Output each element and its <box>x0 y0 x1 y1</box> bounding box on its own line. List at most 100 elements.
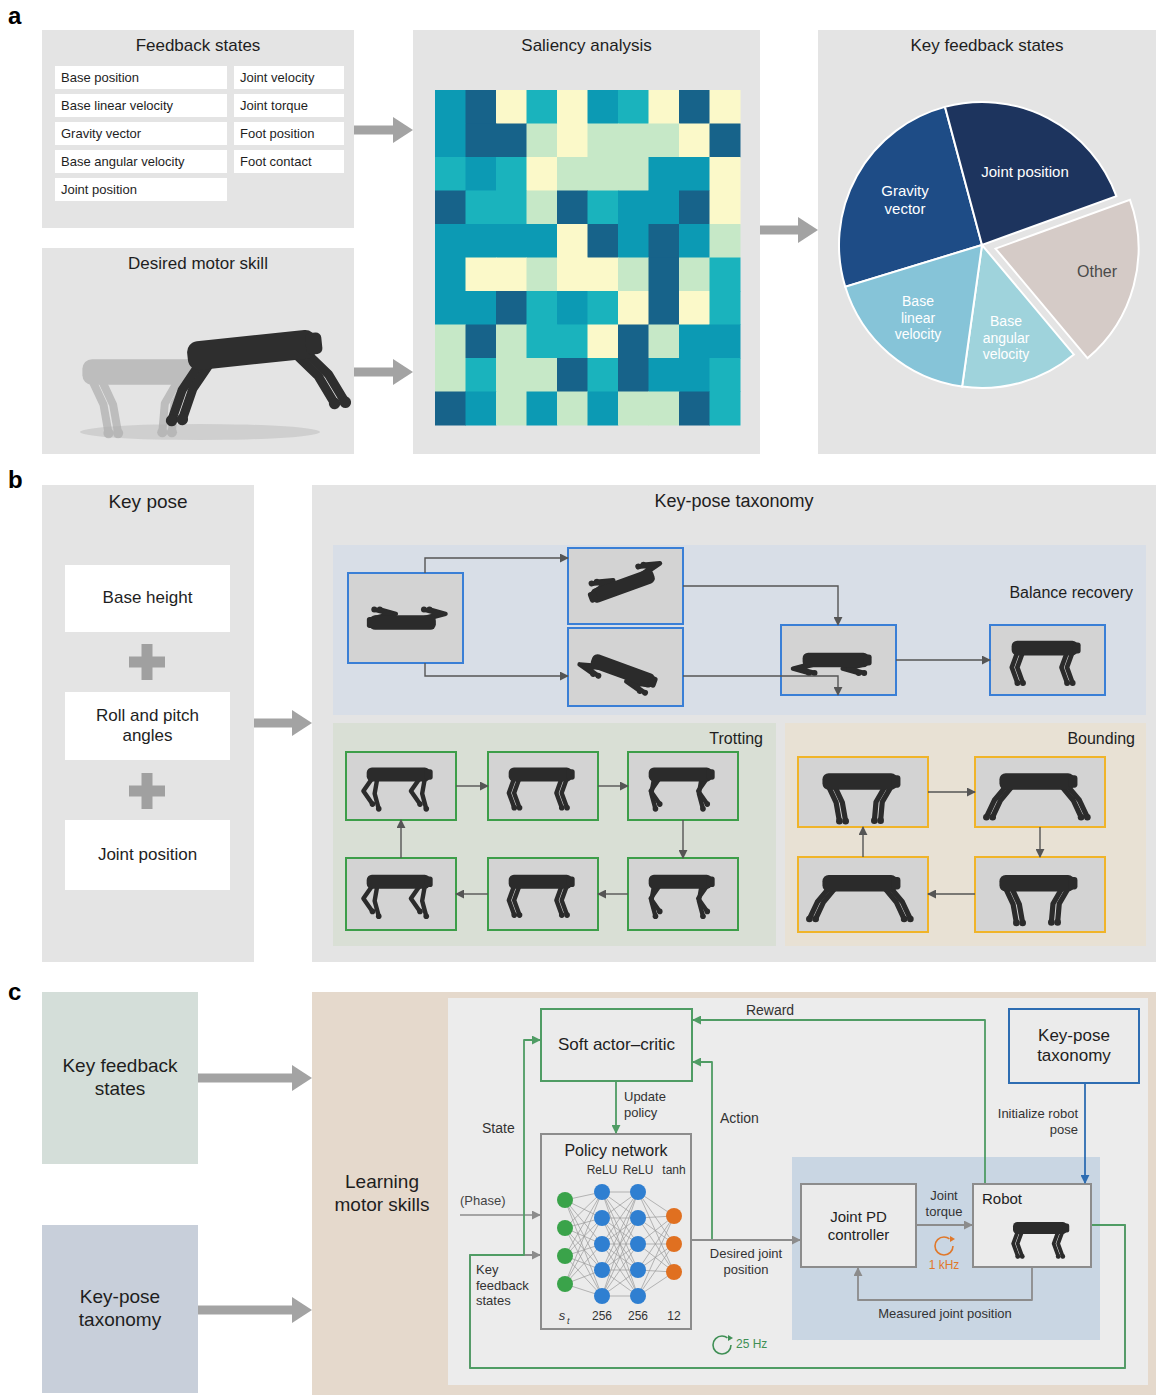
process-box: Robot <box>972 1183 1092 1268</box>
heatmap-cell <box>588 325 619 359</box>
text-slot: Joint torque <box>240 98 338 114</box>
photo-frame <box>348 573 463 663</box>
robot-foot <box>423 806 429 812</box>
nn-neuron <box>666 1264 682 1280</box>
robot-leg <box>1018 1232 1023 1257</box>
connector <box>354 117 413 143</box>
robot-leg <box>643 559 661 572</box>
heatmap-cell <box>435 325 466 359</box>
heatmap-cell <box>466 157 497 191</box>
label-slot: State <box>482 1120 515 1137</box>
nn-weight <box>565 1200 602 1218</box>
robot-body <box>589 653 656 689</box>
robot-head <box>891 775 900 787</box>
nn-neuron <box>594 1262 610 1278</box>
heatmap-cell <box>527 325 558 359</box>
node-text: Learning motor skills <box>320 1171 444 1217</box>
heatmap-cell <box>588 258 619 292</box>
robot-foot <box>103 428 113 438</box>
text-slot: Joint PD controller <box>810 1208 907 1244</box>
text-slot: Base height <box>73 588 222 608</box>
learning-region: Learning motor skillsSoft actor–criticKe… <box>312 992 1156 1395</box>
arrowhead <box>292 1297 312 1323</box>
sequence-arrow <box>928 791 975 792</box>
heatmap-cell <box>679 392 710 426</box>
loop-icon-head <box>728 1335 733 1341</box>
label-slot: Joint torque <box>917 1188 971 1219</box>
heatmap-cell <box>649 325 680 359</box>
heatmap-cell <box>679 224 710 258</box>
robot-foot <box>836 818 843 825</box>
state-item: Base position <box>55 66 227 89</box>
heatmap-cell <box>588 90 619 124</box>
label-slot: Key feedback states <box>476 1262 538 1309</box>
heatmap-cell <box>588 224 619 258</box>
robot-body <box>1012 641 1078 656</box>
robot-head <box>1072 643 1080 654</box>
node-text: Joint PD controller <box>810 1208 907 1244</box>
state-item: Gravity vector <box>55 122 227 145</box>
robot-head <box>1068 877 1077 889</box>
text-slot: Balance recovery <box>973 583 1133 602</box>
heatmap-cell <box>557 90 588 124</box>
nn-weight <box>638 1216 674 1244</box>
robot-foot <box>157 427 167 437</box>
nn-weight <box>602 1192 638 1218</box>
robot-leg <box>881 787 891 821</box>
robot-foot <box>871 817 878 824</box>
photo-frame <box>568 548 683 624</box>
heatmap-cell <box>649 291 680 325</box>
heatmap-cell <box>557 291 588 325</box>
robot-foot <box>511 805 517 811</box>
label-slot: t <box>567 1316 570 1327</box>
photo <box>798 757 928 827</box>
sequence-arrow <box>683 586 838 625</box>
robot-foot <box>983 814 990 821</box>
robot-figure <box>983 773 1091 820</box>
edge-label: Update policy <box>624 1089 688 1120</box>
robot-leg <box>583 663 601 676</box>
robot-foot <box>564 912 570 918</box>
robot-foot <box>559 912 565 918</box>
heatmap-cell <box>557 325 588 359</box>
nn-weight <box>565 1228 602 1244</box>
robot-leg <box>885 888 904 919</box>
heatmap-cell <box>588 358 619 392</box>
node-text: Roll and pitch angles <box>73 706 222 747</box>
nn-weight <box>602 1296 638 1297</box>
nn-weight <box>638 1272 674 1296</box>
state-item: Base linear velocity <box>55 94 227 117</box>
node-text: Feedback states <box>50 36 346 56</box>
connector <box>198 1065 312 1091</box>
robot-leg <box>835 787 846 821</box>
nn-neuron <box>557 1248 573 1264</box>
robot-foot <box>657 909 663 915</box>
text-slot: Base linear velocity <box>61 98 221 114</box>
nn-weight <box>602 1192 638 1244</box>
sequence-arrow <box>1039 827 1040 857</box>
node-text: Foot position <box>240 126 338 142</box>
robot-leg <box>698 886 707 911</box>
input-label: (Phase) <box>460 1193 506 1209</box>
robot-body <box>509 875 572 889</box>
robot-body <box>589 568 656 604</box>
heatmap-cell <box>588 124 619 158</box>
nn-weight <box>565 1270 602 1284</box>
robot-leg <box>1054 1232 1059 1257</box>
connector <box>858 1268 1032 1300</box>
nn-neuron <box>666 1208 682 1224</box>
nn-weight <box>565 1200 602 1296</box>
heatmap-cell <box>435 291 466 325</box>
robot-head <box>567 876 575 887</box>
robot-leg <box>562 779 567 808</box>
text-slot: Robot <box>982 1190 1052 1208</box>
heatmap-cell <box>618 157 649 191</box>
heatmap-cell <box>527 124 558 158</box>
label-slot: tanh <box>662 1163 685 1177</box>
nn-weight <box>638 1244 674 1270</box>
label-slot: Action <box>720 1110 759 1127</box>
pie-slice <box>945 102 1116 245</box>
heatmap-cell <box>557 358 588 392</box>
photo-frame <box>568 628 683 706</box>
nn-weight <box>565 1256 602 1270</box>
